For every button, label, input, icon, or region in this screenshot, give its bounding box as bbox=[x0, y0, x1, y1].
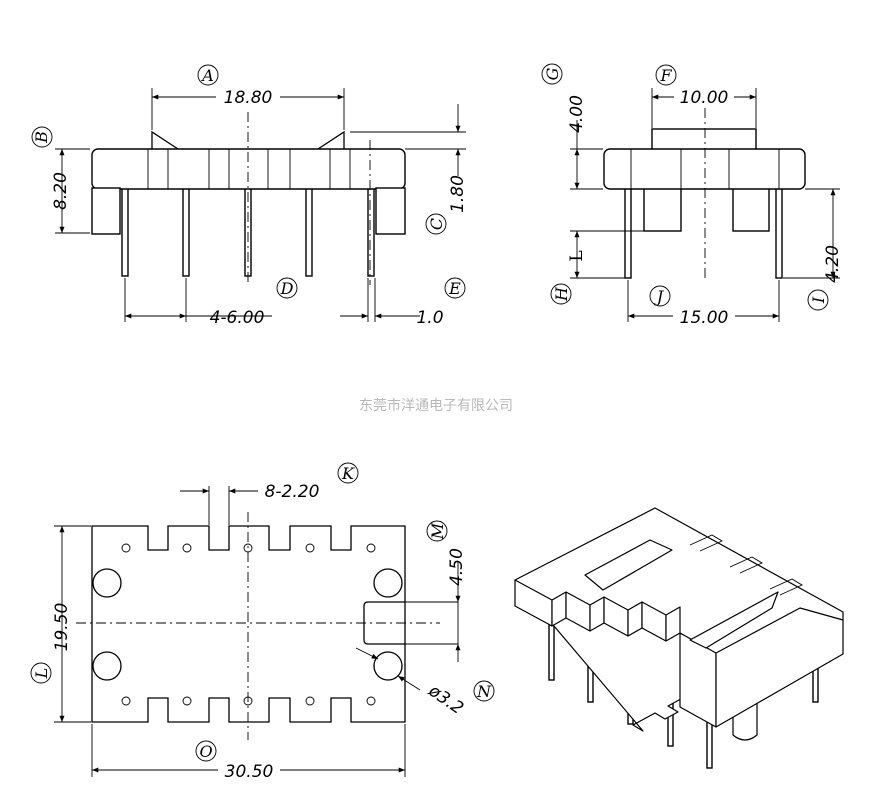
front-dim-stub: 1.80 bbox=[448, 175, 468, 213]
callout-k bbox=[337, 462, 359, 484]
side-dim-top: 10.00 bbox=[680, 88, 729, 108]
callout-b-label: B bbox=[32, 131, 51, 144]
callout-a bbox=[197, 64, 219, 86]
top-outline bbox=[91, 525, 406, 723]
front-dim-height: 8.20 bbox=[51, 172, 71, 210]
callout-h bbox=[550, 283, 572, 305]
callout-d bbox=[276, 277, 298, 299]
top-large-holes bbox=[92, 568, 403, 681]
callout-f bbox=[655, 64, 677, 86]
callout-e-label: E bbox=[448, 279, 461, 298]
front-leg-left bbox=[91, 187, 121, 235]
callout-i-label: I bbox=[809, 296, 828, 304]
side-dim-pin-length: 4.20 bbox=[823, 245, 843, 283]
top-dim-width: 30.50 bbox=[225, 762, 274, 782]
front-view: 18.80 A 8.20 B 1.80 C 4-6.00 D 1. bbox=[31, 64, 468, 328]
top-dim-slots: 8-2.20 bbox=[265, 482, 320, 502]
callout-b bbox=[31, 126, 53, 148]
top-dim-hole: ø3.2 bbox=[424, 680, 467, 718]
side-pin-left bbox=[624, 187, 632, 279]
callout-c bbox=[425, 213, 447, 235]
side-leg-left bbox=[643, 187, 682, 232]
front-dim-pin: 1.0 bbox=[416, 308, 443, 328]
iso-ramp-front bbox=[689, 591, 779, 649]
top-dim-tab: 4.50 bbox=[447, 548, 467, 586]
callout-d-label: D bbox=[280, 279, 294, 298]
callout-j-label: J bbox=[654, 287, 665, 306]
callout-g-label: G bbox=[543, 67, 562, 80]
iso-ramp-back bbox=[584, 539, 673, 591]
side-top-block bbox=[651, 128, 757, 151]
callout-l-label: L bbox=[32, 668, 51, 680]
callout-i bbox=[807, 289, 829, 311]
callout-o-label: O bbox=[199, 742, 212, 761]
side-dim-l: L bbox=[567, 250, 587, 261]
callout-g bbox=[541, 63, 563, 85]
side-leg-right bbox=[732, 187, 770, 232]
callout-m-label: M bbox=[428, 522, 447, 540]
top-view: 8-2.20 K 4.50 M 19.50 L ø3.2 N 30.50 bbox=[30, 462, 495, 782]
callout-c-label: C bbox=[427, 218, 446, 230]
front-dim-pitch: 4-6.00 bbox=[210, 308, 265, 328]
side-dim-height: 4.00 bbox=[567, 95, 587, 133]
callout-o bbox=[195, 740, 217, 762]
front-body bbox=[91, 148, 406, 190]
callout-h-label: H bbox=[552, 286, 571, 302]
isometric-view bbox=[514, 507, 844, 769]
callout-j bbox=[649, 285, 671, 307]
callout-e bbox=[444, 277, 466, 299]
side-view: 10.00 F 4.00 G L H 15.00 J 4.20 bbox=[541, 63, 843, 328]
callout-m bbox=[426, 520, 448, 542]
callout-a-label: A bbox=[200, 66, 214, 85]
top-small-holes bbox=[121, 543, 376, 706]
front-dim-width: 18.80 bbox=[224, 88, 273, 108]
side-pin-right bbox=[775, 187, 783, 279]
front-leg-right bbox=[375, 187, 406, 235]
side-dim-span: 15.00 bbox=[680, 308, 729, 328]
company-watermark: 东莞市洋通电子有限公司 bbox=[359, 397, 513, 414]
callout-n bbox=[473, 680, 495, 702]
callout-l bbox=[30, 662, 52, 684]
side-body bbox=[603, 148, 806, 190]
callout-f-label: F bbox=[659, 66, 672, 85]
top-dim-height: 19.50 bbox=[52, 603, 72, 652]
callout-n-label: N bbox=[476, 682, 492, 701]
callout-k-label: K bbox=[341, 464, 355, 483]
